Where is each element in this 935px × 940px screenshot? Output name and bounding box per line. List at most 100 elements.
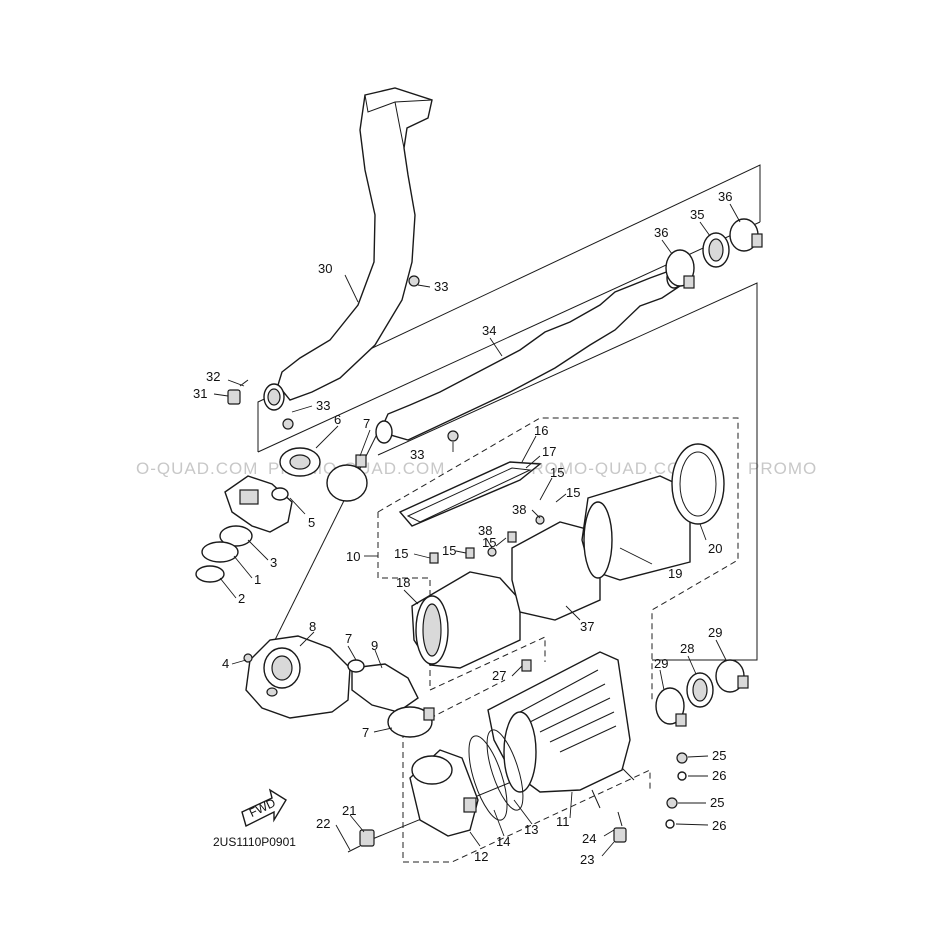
parts-28-29-joint [655, 659, 749, 727]
case-11-feet [591, 767, 635, 809]
case-11-ribs [519, 669, 617, 753]
leader-30 [344, 274, 359, 303]
part-22-screw [347, 845, 361, 853]
callout-33-b: 33 [316, 398, 330, 413]
part-20-seal-inner [679, 451, 717, 517]
leader-6 [315, 425, 339, 449]
leader-36a [661, 239, 673, 255]
part-20-seal [671, 443, 725, 525]
part-8-9-group [243, 635, 435, 738]
part-17-gasket [406, 467, 532, 523]
callout-37: 37 [580, 619, 594, 634]
leader-17 [525, 455, 541, 469]
grommet-33-c [447, 430, 459, 442]
callout-12: 12 [474, 849, 488, 864]
callout-38-b: 38 [512, 502, 526, 517]
callout-15-e: 15 [482, 535, 496, 550]
callout-15-c: 15 [394, 546, 408, 561]
callout-10: 10 [346, 549, 360, 564]
filter-18-face-inner [422, 603, 442, 657]
part-12-cap-top [411, 755, 453, 785]
watermark-1: O-QUAD.COM [136, 459, 258, 478]
leader-26b [675, 823, 709, 826]
part-3-clamp [219, 525, 253, 547]
part-12-latch [463, 797, 477, 813]
callout-25-b: 25 [710, 795, 724, 810]
duct-body [277, 87, 433, 401]
parts-hardware [521, 659, 688, 843]
leader-4 [231, 659, 247, 665]
callout-36-a: 36 [654, 225, 668, 240]
part-9-joint [351, 663, 419, 713]
leader-15a [539, 477, 553, 501]
leader-8 [299, 631, 315, 647]
dashed-box-case [402, 732, 651, 863]
leader-14 [493, 809, 505, 837]
callout-38-a: 38 [478, 523, 492, 538]
drawing-code: 2US1110P0901 [213, 835, 296, 849]
clamp-29-a-screw [675, 713, 687, 727]
clip-15-a [429, 552, 439, 564]
leader-15e [495, 537, 507, 547]
part-14-seal [468, 735, 508, 821]
part-25-bolt-b [666, 797, 678, 809]
clamp-7-upper [326, 464, 368, 502]
leader-35 [699, 221, 711, 237]
callout-22: 22 [316, 816, 330, 831]
fwd-arrow-shape [241, 788, 287, 828]
part-2-clamp [195, 565, 225, 583]
part-7-clamp-mid [347, 659, 365, 673]
clamp-36-a-screw [683, 275, 695, 289]
callout-6: 6 [334, 412, 341, 427]
leader-28 [687, 655, 697, 675]
leader-29b [715, 639, 727, 661]
callout-2: 2 [238, 591, 245, 606]
callout-13: 13 [524, 822, 538, 837]
callout-34: 34 [482, 323, 496, 338]
duct-34-end [375, 420, 393, 444]
callout-25-a: 25 [712, 748, 726, 763]
frame-line-mid [377, 282, 758, 661]
washer-38-b [535, 515, 545, 525]
callout-3: 3 [270, 555, 277, 570]
part-33-grommets [282, 275, 459, 442]
leader-2 [219, 577, 237, 599]
parts-37-19-20 [511, 443, 725, 621]
leader-15c [413, 553, 431, 559]
part-34-duct [375, 267, 682, 444]
clamp-36-b-screw [751, 233, 763, 248]
clamp-7-upper-screw [355, 454, 367, 468]
leader-7c [373, 727, 393, 733]
callout-31: 31 [193, 386, 207, 401]
part-30-intake-duct [263, 87, 433, 411]
part-18-filter [411, 571, 521, 669]
callout-15-a: 15 [550, 465, 564, 480]
leader-20 [699, 523, 707, 541]
clamp-7-lower-screw [423, 707, 435, 721]
callout-20: 20 [708, 541, 722, 556]
callout-7-c: 7 [362, 725, 369, 740]
part-1-joint [201, 541, 239, 563]
part-19-face [583, 501, 613, 579]
parts-12-13-14 [409, 729, 524, 837]
leader-15b [555, 493, 567, 503]
leader-9 [374, 649, 383, 669]
callout-11: 11 [556, 814, 570, 829]
joint-28-inner [692, 678, 708, 702]
part-21-clip [359, 829, 375, 847]
duct-crease [394, 101, 405, 149]
callout-28: 28 [680, 641, 694, 656]
part-11-case [487, 651, 635, 809]
leader-15d [455, 550, 467, 554]
leader-29a [659, 669, 665, 691]
leader-37 [565, 605, 581, 621]
joint-35-inner [708, 238, 724, 262]
watermark-4: PROMO [748, 459, 817, 478]
callout-7-a: 7 [363, 416, 370, 431]
leader-18 [403, 589, 419, 605]
part-6-joint-inner [289, 454, 311, 470]
part-7-clamp-upper [326, 454, 368, 502]
throttle-body-detail [239, 489, 259, 505]
